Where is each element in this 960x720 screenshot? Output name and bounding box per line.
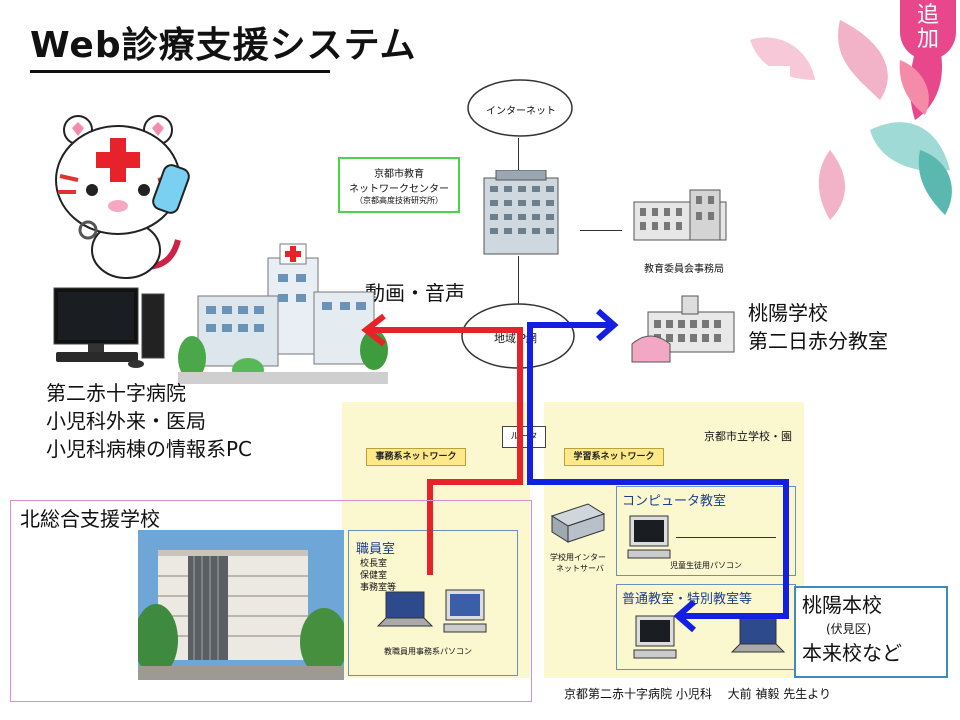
kita-school-label: 北総合支援学校 (20, 507, 160, 531)
internet-server-icon (550, 503, 606, 543)
board-office-building-icon (633, 189, 727, 241)
desktop-pc-icon (53, 287, 165, 368)
nurse-tiger-mascot-icon (55, 115, 190, 279)
board-office-label: 教育委員会事務局 (644, 264, 724, 275)
add-badge: 追 加 (900, 0, 956, 60)
toyo-school-label-1: 桃陽学校 (748, 301, 828, 325)
blue-route-upper-line (527, 322, 610, 475)
main-school-label-3: 本来校など (802, 641, 902, 665)
school-zone-label: 京都市立学校・園 (704, 430, 792, 443)
staff-room-item-2: 保健室 (360, 571, 388, 581)
hospital-label-2: 小児科外来・医局 (46, 409, 206, 433)
staff-pc-caption: 教職員用事務系パソコン (384, 647, 472, 656)
desktop-monitor-icon (443, 589, 487, 633)
network-center-box: 京都市教育 ネットワークセンター （京都高度技術研究所） (338, 157, 460, 213)
computer-room-box (616, 486, 796, 576)
blue-route-upper-arrowhead (596, 308, 619, 342)
admin-network-tag: 事務系ネットワーク (366, 448, 466, 466)
link-line (676, 537, 776, 538)
regional-ip-label: 地域IP網 (494, 332, 537, 345)
link-line (580, 230, 622, 231)
internet-label: インターネット (486, 106, 556, 117)
red-route-arrowhead (361, 313, 386, 347)
server-label-1: 学校用インター (550, 553, 606, 562)
classroom-laptop-icon (730, 617, 786, 653)
router-box: ルータ (502, 426, 546, 448)
link-line (518, 138, 519, 172)
student-pc-icon (627, 515, 671, 559)
learning-network-tag: 学習系ネットワーク (564, 448, 664, 466)
red-route-line (370, 327, 523, 575)
center-line1: 京都市教育 (374, 169, 424, 180)
staff-room-title: 職員室 (356, 542, 396, 557)
kita-school-photo (138, 530, 344, 680)
media-label: 動画・音声 (365, 281, 465, 305)
blue-route-lower-line (527, 475, 789, 619)
kita-school-frame (10, 500, 532, 702)
classroom-pc-icon (633, 615, 677, 659)
staff-room-item-1: 校長室 (360, 559, 388, 569)
blue-route-lower-arrowhead (673, 599, 696, 633)
laptop-icon (376, 591, 434, 627)
page-title: Web診療支援システム (30, 24, 417, 73)
hospital-label-1: 第二赤十字病院 (46, 381, 186, 405)
staff-room-item-3: 事務室等 (360, 583, 397, 593)
classroom-title: 普通教室・特別教室等 (622, 592, 753, 607)
main-school-label-2: (伏見区) (826, 622, 872, 636)
main-school-box (794, 586, 948, 678)
student-pc-caption: 児童生徒用パソコン (670, 561, 742, 570)
center-line3: （京都高度技術研究所） (355, 196, 443, 205)
link-line (518, 256, 519, 304)
computer-room-title: コンピュータ教室 (622, 494, 727, 509)
credit-text: 京都第二赤十字病院 小児科 大前 禎毅 先生より (564, 687, 832, 701)
network-center-building-icon (483, 170, 559, 255)
center-line2: ネットワークセンター (349, 184, 449, 195)
server-label-2: ネットサーバ (556, 564, 604, 573)
hospital-label-3: 小児科病棟の情報系PC (46, 437, 253, 461)
internet-cloud-icon (467, 79, 573, 137)
toyo-school-building-icon (631, 295, 735, 363)
toyo-school-label-2: 第二日赤分教室 (748, 329, 888, 353)
main-school-label-1: 桃陽本校 (802, 593, 882, 617)
